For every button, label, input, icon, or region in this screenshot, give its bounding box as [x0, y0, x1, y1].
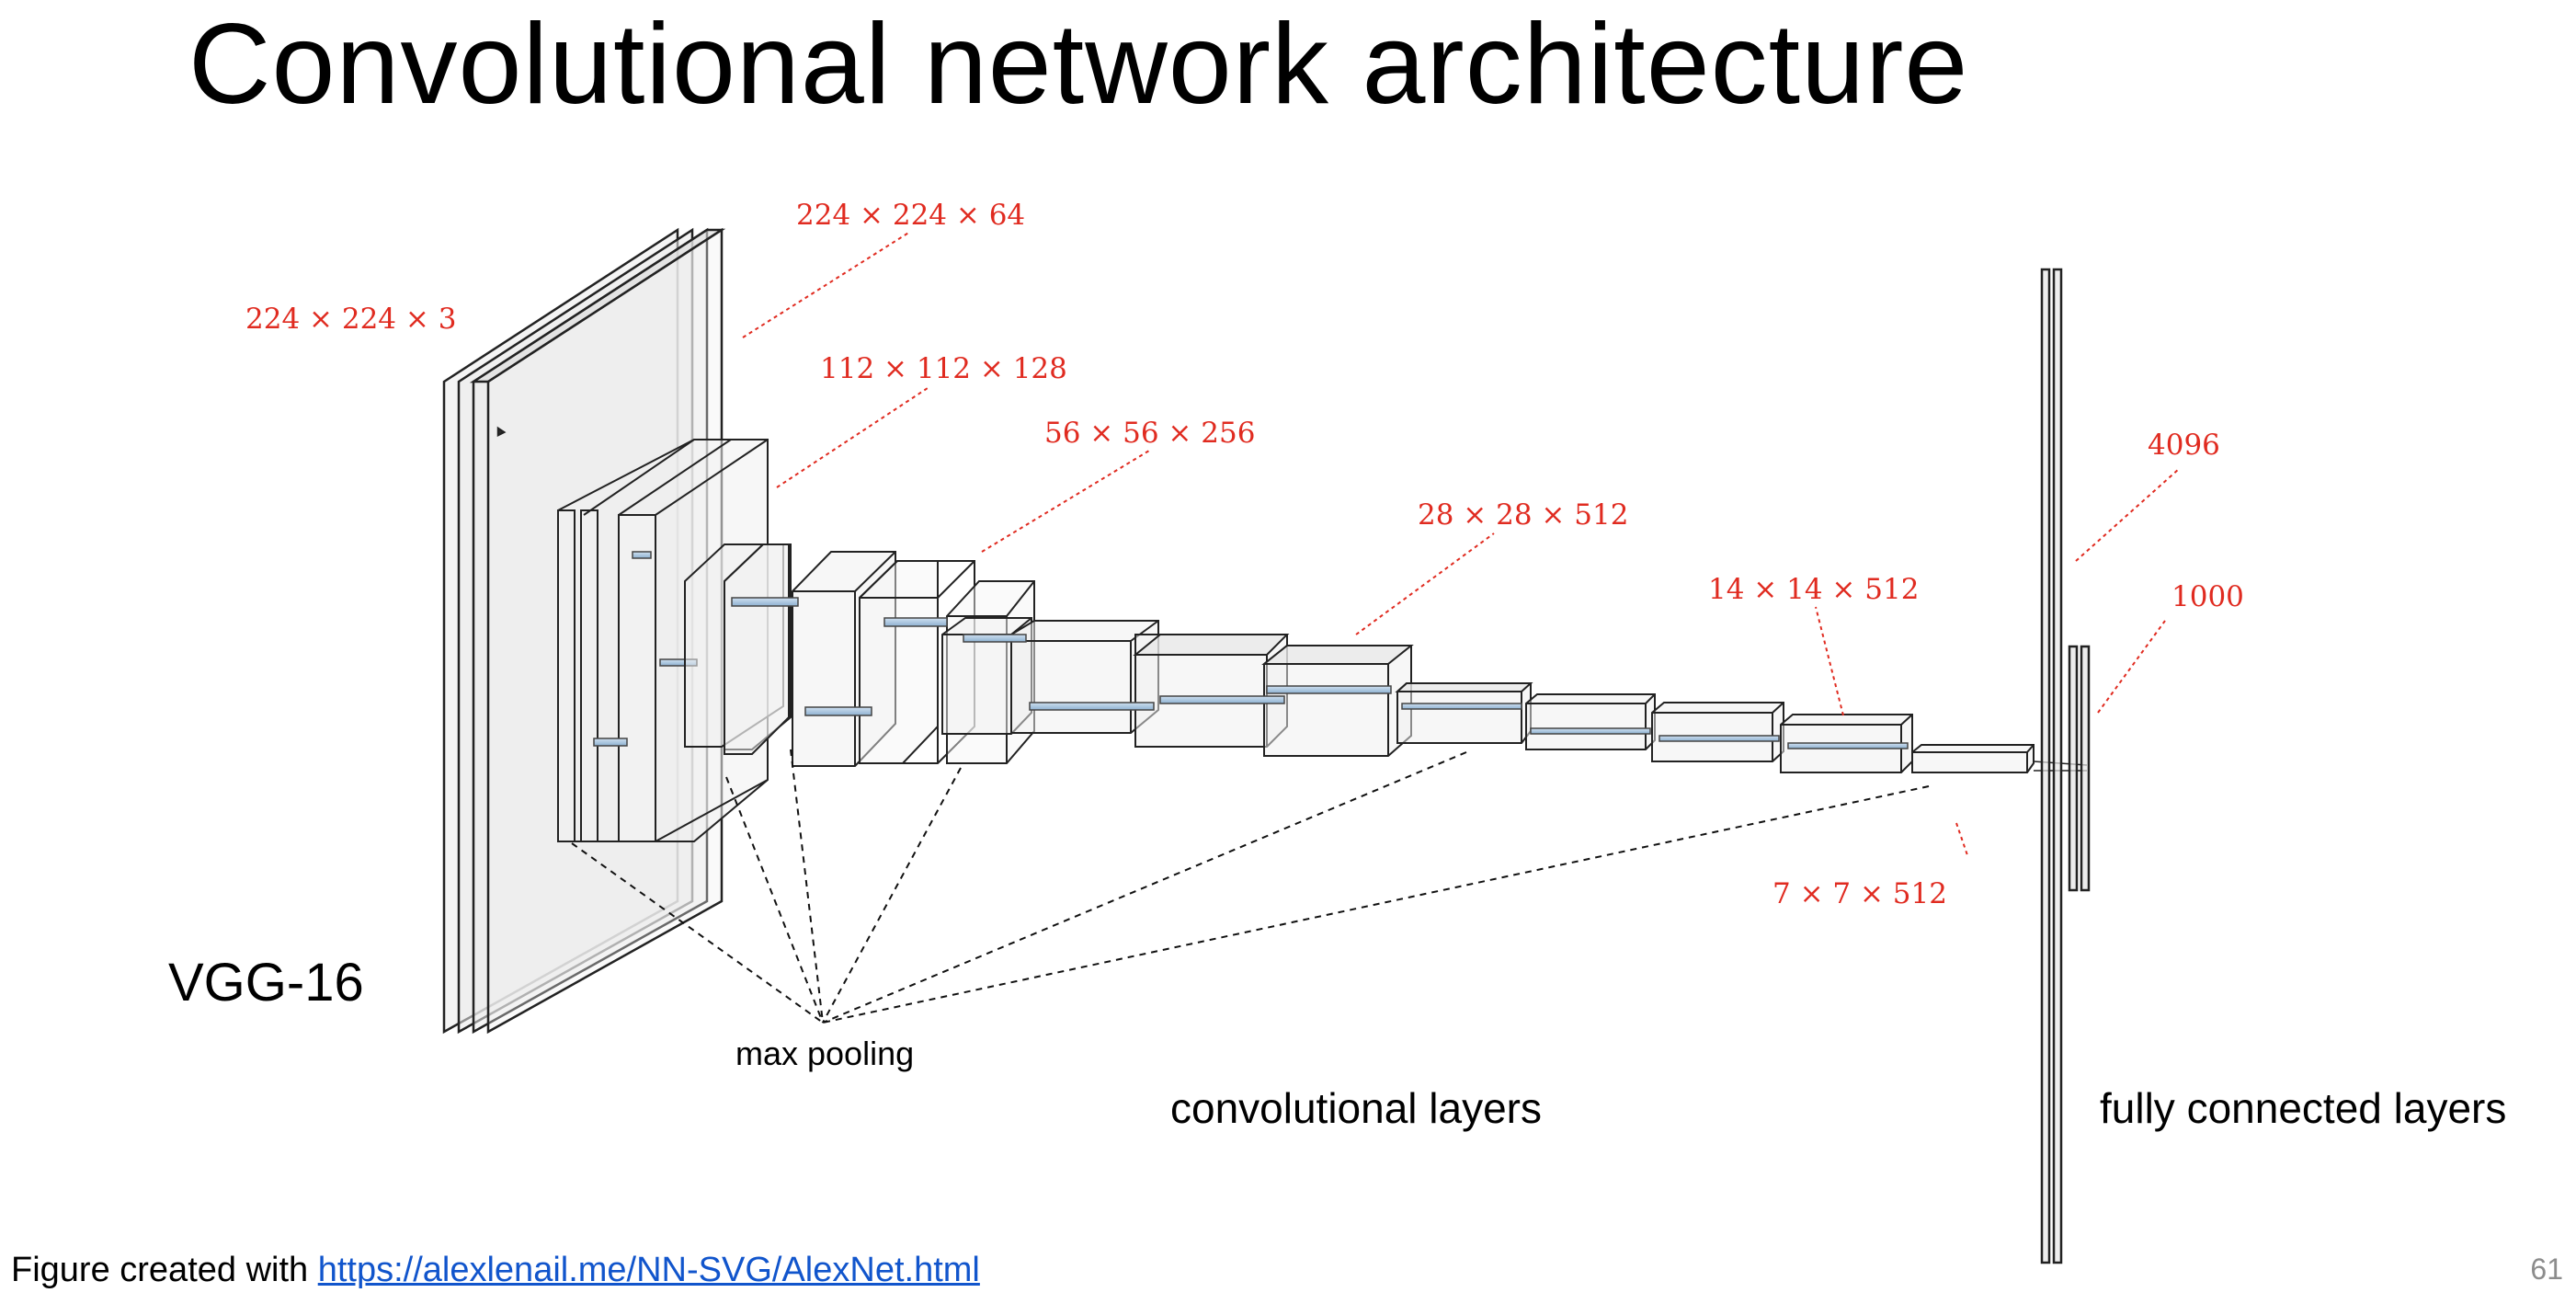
dim-conv2: 112 × 112 × 128 — [820, 352, 1067, 385]
dim-conv3: 56 × 56 × 256 — [1044, 417, 1255, 450]
fc-layers — [2040, 268, 2091, 1264]
page-number: 61 — [2530, 1253, 2563, 1286]
conv-block-4-kernels — [963, 634, 1392, 711]
max-pooling-label: max pooling — [735, 1035, 915, 1072]
dim-pool5: 7 × 7 × 512 — [1772, 877, 1947, 910]
conv-layers-label: convolutional layers — [1170, 1084, 1543, 1132]
dim-conv4: 28 × 28 × 512 — [1418, 498, 1628, 532]
dim-conv1: 224 × 224 × 64 — [796, 199, 1025, 232]
nn-svg-link[interactable]: https://alexlenail.me/NN-SVG/AlexNet.htm… — [317, 1251, 980, 1289]
conv-block-2 — [684, 543, 792, 755]
dim-input: 224 × 224 × 3 — [245, 303, 456, 336]
dim-fc3: 1000 — [2171, 580, 2244, 613]
fc-layers-label: fully connected layers — [2100, 1084, 2507, 1132]
figure-credit: Figure created with https://alexlenail.m… — [11, 1251, 980, 1290]
conv-block-3-kernels — [731, 597, 948, 716]
conv-block-5-kernels — [1401, 703, 1909, 749]
dimension-labels: 224 × 224 × 3 224 × 224 × 64 112 × 112 ×… — [245, 199, 2244, 910]
network-name-label: VGG-16 — [168, 953, 364, 1012]
conv-block-5 — [1395, 682, 1913, 773]
dimension-leaders — [742, 231, 2180, 856]
dim-fc1: 4096 — [2148, 429, 2220, 462]
max-pooling-lines — [571, 749, 1930, 1024]
dim-conv5: 14 × 14 × 512 — [1708, 573, 1919, 606]
figure-credit-prefix: Figure created with — [11, 1251, 318, 1289]
slide-title: Convolutional network architecture — [188, 1, 1969, 128]
